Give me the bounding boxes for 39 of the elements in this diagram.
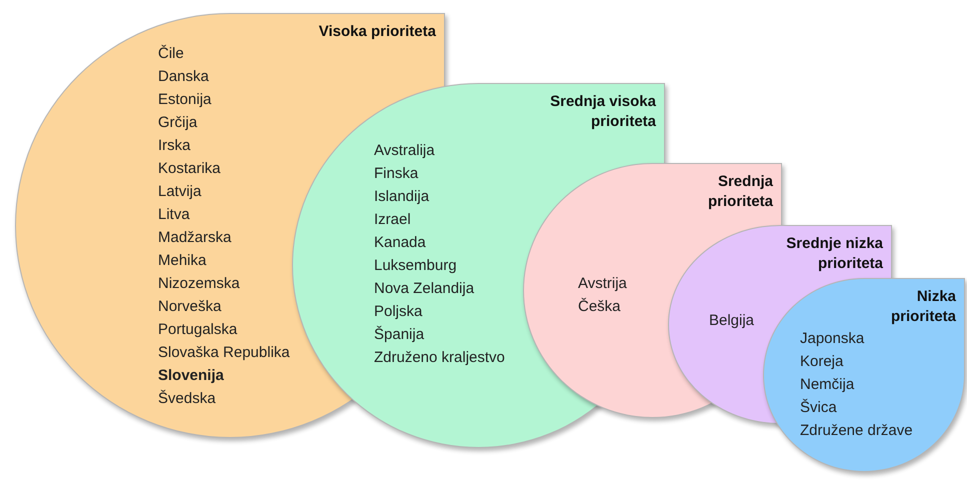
country-name: Kostarika [158, 159, 221, 179]
country-name: Nova Zelandija [374, 279, 474, 299]
country-name: Avstrija [578, 274, 627, 294]
priority-heading: Visoka prioriteta [318, 22, 436, 42]
country-name: Belgija [709, 311, 754, 331]
country-name: Luksemburg [374, 256, 457, 276]
country-name: Japonska [800, 329, 864, 349]
country-name: Koreja [800, 352, 844, 372]
priority-heading: Srednje nizka prioriteta [785, 234, 883, 274]
country-name: Združeno kraljestvo [374, 348, 505, 368]
country-name: Latvija [158, 182, 202, 202]
country-name: Poljska [374, 302, 422, 322]
priority-heading: Srednja visoka prioriteta [549, 92, 656, 132]
country-name: Danska [158, 67, 209, 87]
country-name: Grčija [158, 113, 198, 133]
country-name: Irska [158, 136, 191, 156]
country-name: Norveška [158, 297, 222, 317]
country-name: Finska [374, 164, 418, 184]
country-name: Mehika [158, 251, 206, 271]
country-name: Slovenija [158, 366, 224, 386]
priority-heading: Nizka prioriteta [890, 287, 956, 327]
country-name: Čile [158, 44, 184, 64]
country-name: Združene države [800, 421, 913, 441]
country-name: Kanada [374, 233, 426, 253]
country-name: Švica [800, 398, 837, 418]
country-name: Nizozemska [158, 274, 240, 294]
country-name: Švedska [158, 389, 216, 409]
country-name: Nemčija [800, 375, 854, 395]
country-name: Portugalska [158, 320, 238, 340]
country-name: Islandija [374, 187, 430, 207]
country-name: Slovaška Republika [158, 343, 290, 363]
country-name: Estonija [158, 90, 212, 110]
country-name: Avstralija [374, 141, 435, 161]
country-name: Madžarska [158, 228, 232, 248]
country-name: Češka [578, 297, 621, 317]
priority-heading: Srednja prioriteta [706, 172, 773, 212]
country-name: Španija [374, 325, 424, 345]
country-name: Izrael [374, 210, 411, 230]
country-name: Litva [158, 205, 190, 225]
